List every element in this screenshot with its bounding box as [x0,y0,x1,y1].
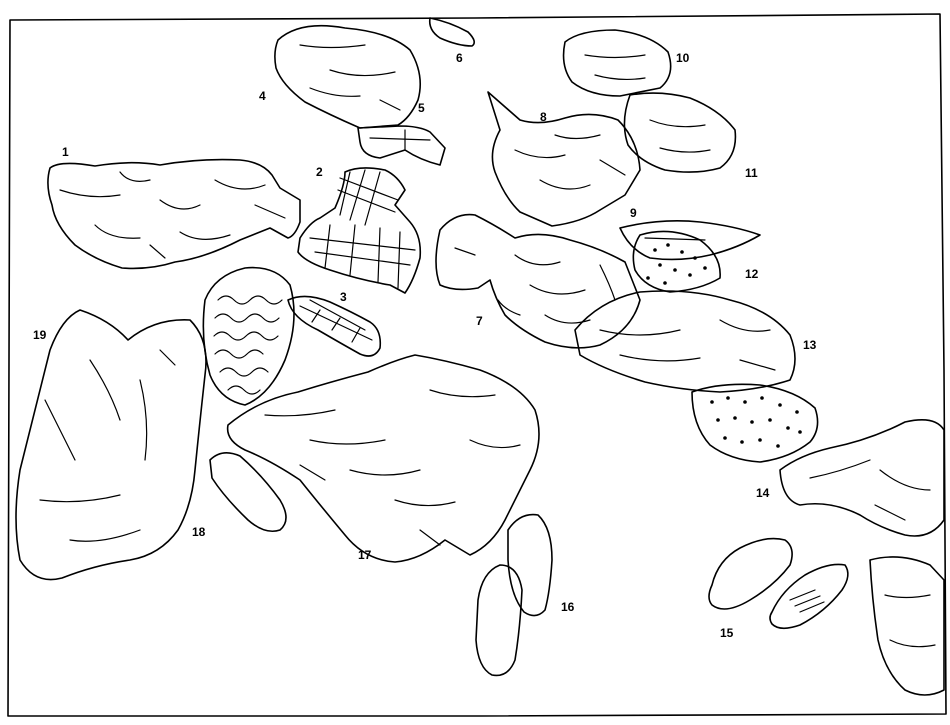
garment-6-shoe [428,17,476,47]
garment-2-plaid-bag [297,167,422,294]
garment-19-coat [15,309,207,581]
garment-9-slip [619,220,761,261]
item-number-14: 14 [756,486,770,500]
item-number-5: 5 [418,101,425,115]
garment-4-sack [274,24,421,129]
item-number-12: 12 [745,267,759,281]
garment-16-shoes [475,513,553,677]
garment-11-sweater [623,92,737,173]
garment-17-coat [226,354,540,563]
item-number-9: 9 [630,206,637,220]
garment-5-bow [357,125,446,166]
item-number-10: 10 [676,51,690,65]
item-number-19: 19 [33,328,47,342]
garment-12-skirt [574,290,796,393]
item-number-17: 17 [358,548,372,562]
garment-14-trousers [779,419,945,537]
garment-10-cap [562,29,672,97]
item-number-labels: 1 2 3 4 5 6 7 8 9 10 11 12 13 14 15 16 1… [33,51,817,640]
item-number-4: 4 [259,89,266,103]
item-number-6: 6 [456,51,463,65]
item-number-11: 11 [745,166,758,180]
garment-1-shirt [47,158,301,270]
item-number-13: 13 [803,338,817,352]
item-number-16: 16 [561,600,575,614]
garment-hat-wavy [202,266,295,406]
item-number-18: 18 [192,525,206,539]
item-number-3: 3 [340,290,347,304]
item-number-2: 2 [316,165,323,179]
item-number-7: 7 [476,314,483,328]
item-number-1: 1 [62,145,69,159]
garment-13-dotted-skirt [691,383,819,463]
garment-12-dotted [632,230,721,293]
item-number-8: 8 [540,110,547,124]
garment-right-edge [869,556,945,696]
item-number-15: 15 [720,626,734,640]
drawing-border [7,13,947,717]
garment-15-shoes [708,537,849,630]
garment-3-shoe [287,295,382,357]
garment-8-jacket [487,91,641,227]
garment-18-shoe [209,452,287,533]
garment-7-dress [435,213,641,349]
